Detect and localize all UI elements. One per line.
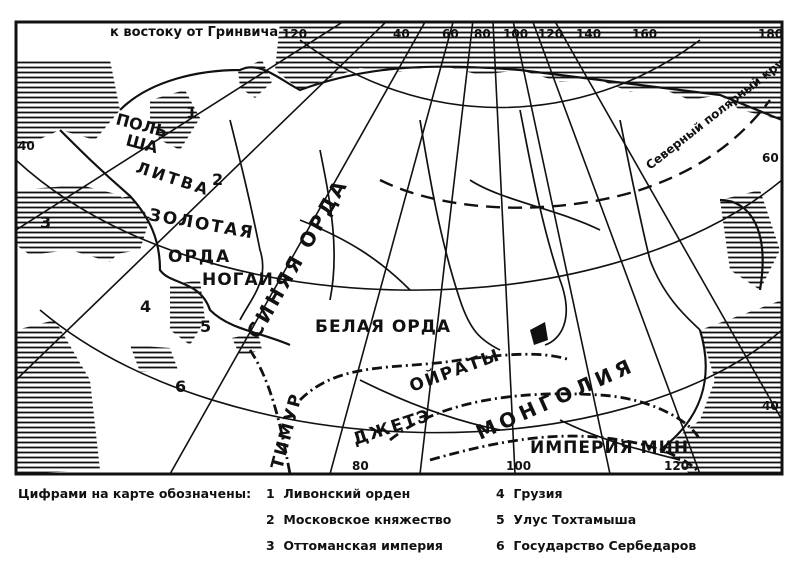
lat-left: 40 (18, 139, 35, 153)
number-2: 2 (212, 170, 223, 189)
legend-text: Московское княжество (283, 512, 452, 527)
lake-baikal (530, 322, 548, 345)
persian-gulf (130, 345, 178, 372)
lon-top-6: 140 (576, 27, 601, 41)
legend-heading: Цифрами на карте обозначены: (18, 486, 252, 501)
arctic-circle-line (379, 99, 771, 209)
lon-top-7: 160 (632, 27, 657, 41)
border-jete (299, 352, 571, 401)
map-legend: Цифрами на карте обозначены: 1 Ливонский… (0, 480, 800, 566)
legend-num: 4 (496, 486, 505, 501)
label-ming: ИМПЕРИЯ МИН (530, 438, 689, 458)
label-jete: ДЖЕТЭ (350, 406, 434, 450)
lon-bottom-0: 80 (352, 459, 369, 473)
lon-top-5: 120 (538, 27, 563, 41)
baltic-sea (150, 90, 200, 150)
legend-num: 3 (266, 538, 275, 553)
legend-num: 1 (266, 486, 275, 501)
lon-bottom-1: 100 (506, 459, 531, 473)
legend-item-4: 4 Грузия (496, 486, 563, 501)
pacific-ocean (660, 300, 782, 474)
white-sea (238, 60, 272, 98)
legend-text: Грузия (513, 486, 563, 501)
historical-map: к востоку от Гринвича ПОЛЬ ША ЛИТВА ЗОЛО… (14, 20, 784, 476)
lon-top-8: 180 (758, 27, 783, 41)
legend-item-5: 5 Улус Тохтамыша (496, 512, 636, 527)
legend-item-6: 6 Государство Сербедаров (496, 538, 696, 553)
label-timur: ТИМУР (268, 390, 308, 471)
legend-text: Государство Сербедаров (513, 538, 697, 553)
label-lithuania: ЛИТВА (134, 158, 213, 200)
header-label: к востоку от Гринвича (110, 25, 278, 40)
lon-top-3: 80 (474, 27, 491, 41)
lon-top-0: 120 (282, 27, 307, 41)
number-3: 3 (40, 213, 51, 232)
sea-of-okhotsk (720, 190, 780, 290)
lat-right-upper: 60 (762, 151, 779, 165)
caspian-sea (170, 280, 205, 345)
map-frame (14, 20, 784, 476)
legend-text: Улус Тохтамыша (513, 512, 637, 527)
border-mongolia (389, 392, 702, 442)
lon-top-4: 100 (503, 27, 528, 41)
label-nogai: НОГАИ (202, 270, 274, 290)
legend-text: Ливонский орден (283, 486, 411, 501)
number-6: 6 (175, 377, 186, 396)
legend-num: 6 (496, 538, 505, 553)
border-ming (429, 434, 702, 474)
lon-top-1: 40 (393, 27, 410, 41)
label-mongolia: МОНГОЛИЯ (472, 353, 639, 445)
legend-num: 5 (496, 512, 505, 527)
label-oirats: ОЙРАТЫ (406, 343, 503, 396)
label-golden-horde-2: ОРДА (168, 247, 231, 267)
legend-item-3: 3 Оттоманская империя (266, 538, 443, 553)
legend-text: Оттоманская империя (283, 538, 443, 553)
number-4: 4 (140, 297, 151, 316)
legend-item-1: 1 Ливонский орден (266, 486, 410, 501)
number-5: 5 (200, 317, 211, 336)
lon-bottom-2: 120 (664, 459, 689, 473)
black-sea (85, 196, 150, 255)
north-atlantic (16, 60, 120, 150)
legend-num: 2 (266, 512, 275, 527)
lon-top-2: 60 (442, 27, 459, 41)
number-1: 1 (186, 103, 197, 122)
red-sea (16, 320, 100, 474)
label-white-horde: БЕЛАЯ ОРДА (315, 317, 451, 337)
legend-item-2: 2 Московское княжество (266, 512, 451, 527)
lat-right-lower: 40 (762, 399, 779, 413)
